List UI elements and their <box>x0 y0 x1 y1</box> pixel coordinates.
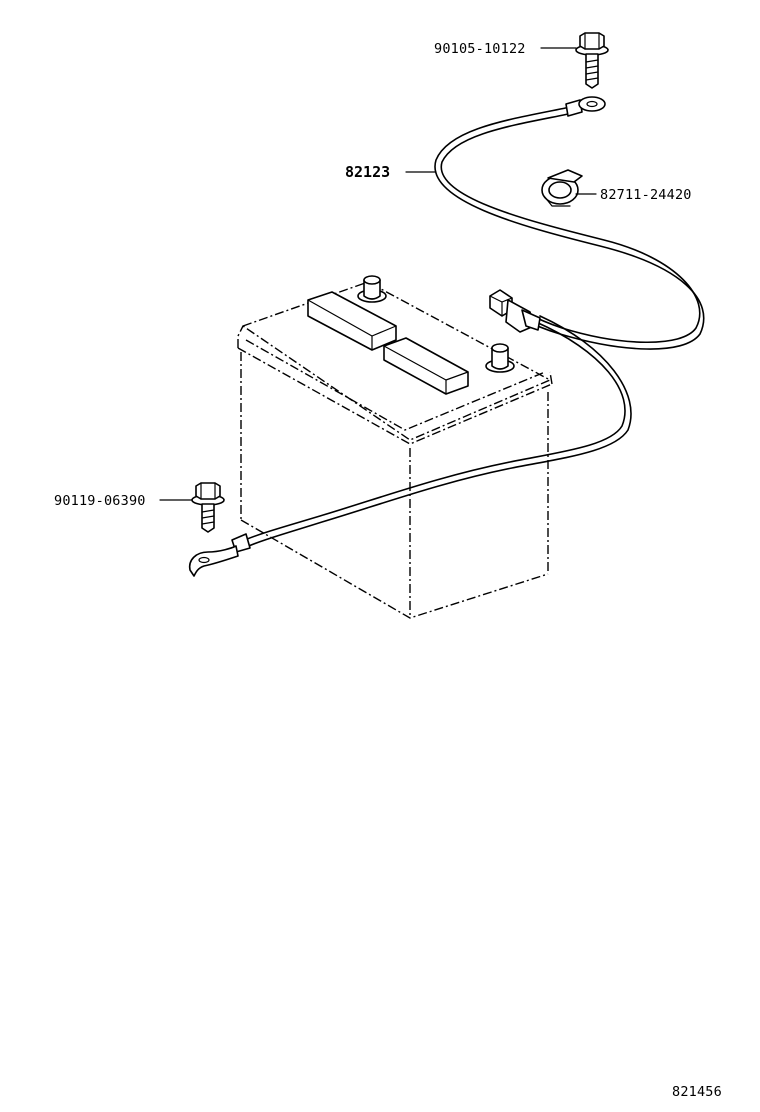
battery-terminal-rear <box>357 275 387 303</box>
cable-battery-clamp <box>489 289 541 333</box>
label-bolt-left: 90119-06390 <box>54 493 146 509</box>
battery-terminal-front <box>485 343 515 373</box>
label-clamp: 82711-24420 <box>600 187 692 203</box>
bolt-left <box>191 482 225 533</box>
battery-vent-cap-right <box>383 337 469 395</box>
label-bolt-top: 90105-10122 <box>434 41 526 57</box>
bolt-top <box>575 32 609 89</box>
label-cable: 82123 <box>345 163 390 181</box>
battery-vent-cap-left <box>307 291 397 351</box>
drawing-number: 821456 <box>672 1084 722 1100</box>
cable-ring-terminal-left <box>188 533 251 577</box>
cable-ring-terminal-top <box>565 96 606 117</box>
ground-cable <box>239 105 705 549</box>
cable-clamp <box>541 169 583 207</box>
leader-lines <box>159 47 597 501</box>
